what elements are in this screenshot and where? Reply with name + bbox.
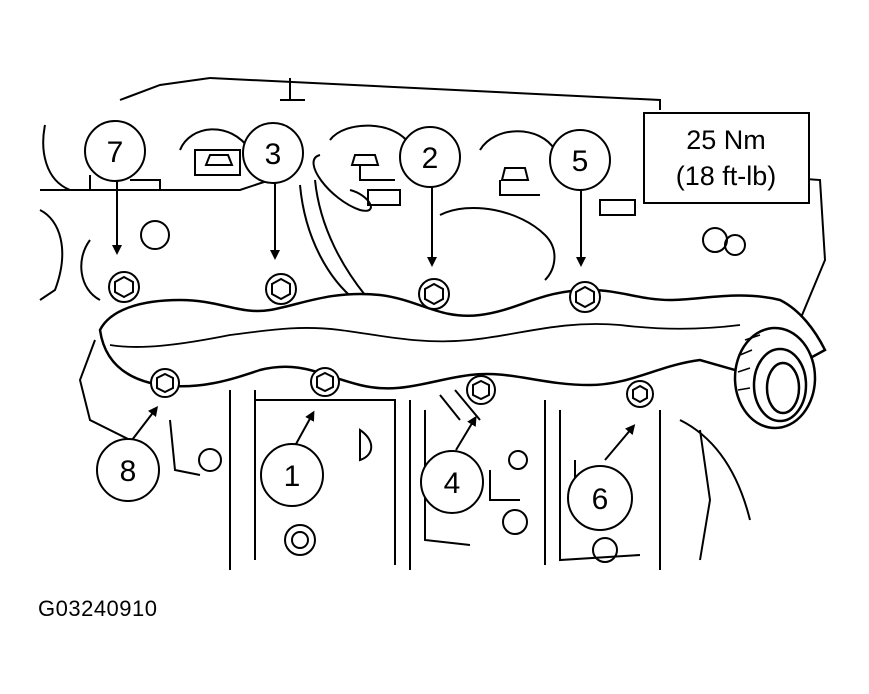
callout-6: 6 bbox=[567, 465, 633, 531]
callout-7-label: 7 bbox=[107, 136, 124, 169]
torque-spec-box: 25 Nm (18 ft-lb) bbox=[643, 112, 810, 204]
torque-spec-imperial: (18 ft-lb) bbox=[676, 161, 777, 191]
callout-5: 5 bbox=[549, 129, 611, 191]
leader-4 bbox=[455, 415, 477, 451]
bolt-3 bbox=[265, 273, 297, 305]
leader-1 bbox=[295, 410, 315, 445]
callout-6-label: 6 bbox=[592, 483, 609, 516]
leader-8 bbox=[131, 406, 159, 441]
callout-3: 3 bbox=[242, 122, 304, 184]
bolt-heads bbox=[108, 271, 654, 408]
callout-8-label: 8 bbox=[120, 455, 137, 488]
callout-bubbles: 7 3 2 5 8 1 4 6 bbox=[84, 120, 633, 531]
callout-1-label: 1 bbox=[284, 460, 301, 493]
bolt-8 bbox=[150, 368, 180, 398]
callout-leaders bbox=[112, 180, 636, 461]
bolt-6 bbox=[626, 380, 654, 408]
callout-8: 8 bbox=[96, 438, 160, 502]
engine-background-linework bbox=[39, 77, 827, 570]
callout-2: 2 bbox=[399, 126, 461, 188]
callout-2-label: 2 bbox=[422, 142, 439, 175]
callout-4: 4 bbox=[420, 450, 484, 514]
callout-5-label: 5 bbox=[572, 145, 589, 178]
bolt-1 bbox=[310, 367, 340, 397]
bolt-5 bbox=[569, 281, 601, 313]
intake-manifold-body bbox=[98, 288, 827, 430]
bolt-7 bbox=[108, 271, 140, 303]
callout-3-label: 3 bbox=[265, 138, 282, 171]
callout-1: 1 bbox=[260, 443, 324, 507]
bolt-2 bbox=[418, 278, 450, 310]
figure-id: G03240910 bbox=[38, 596, 158, 621]
callout-7: 7 bbox=[84, 120, 146, 182]
leader-6 bbox=[604, 424, 636, 461]
bolt-4 bbox=[466, 375, 496, 405]
torque-spec-metric: 25 Nm bbox=[686, 125, 766, 155]
callout-4-label: 4 bbox=[444, 467, 461, 500]
